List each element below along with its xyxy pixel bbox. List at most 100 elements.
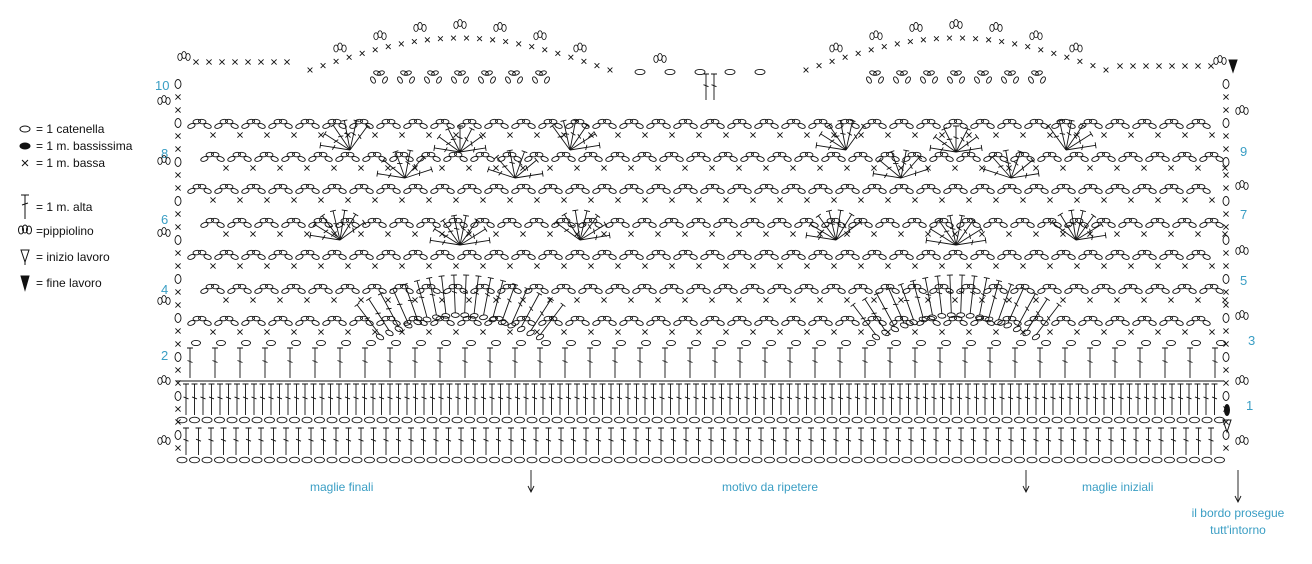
double-crochet-stitch: [319, 213, 341, 241]
picot-loop: [1221, 57, 1227, 65]
chain-stitch: [332, 118, 342, 125]
chain-stitch: [1189, 456, 1200, 464]
double-crochet-stitch: [718, 383, 725, 415]
single-crochet-stitch: [1195, 63, 1201, 69]
chain-stitch: [943, 320, 952, 326]
double-crochet-stitch: [870, 427, 877, 455]
chain-stitch: [489, 315, 499, 322]
single-crochet-stitch: [1077, 58, 1083, 65]
single-crochet-stitch: [277, 165, 283, 171]
chain-stitch: [619, 123, 628, 129]
chain-stitch: [961, 151, 971, 158]
chain-stitch: [732, 183, 742, 190]
chain-stitch: [1169, 249, 1179, 256]
chain-stitch: [1083, 249, 1093, 256]
single-crochet-stitch: [453, 263, 459, 269]
single-crochet-stitch: [844, 165, 850, 171]
chain-stitch: [273, 315, 283, 322]
double-crochet-stitch: [492, 279, 507, 318]
chain-stitch: [810, 222, 819, 228]
chain-stitch: [676, 456, 688, 464]
picot-loop: [157, 377, 163, 385]
chain-stitch: [484, 123, 493, 129]
single-crochet-stitch: [885, 197, 891, 203]
chain-stitch: [710, 183, 720, 190]
single-crochet-stitch: [1025, 43, 1031, 50]
chain-stitch: [539, 456, 550, 464]
chain-stitch: [602, 118, 612, 125]
chain-stitch: [916, 254, 925, 260]
chain-stitch: [467, 315, 477, 322]
single-crochet-stitch: [925, 297, 931, 303]
picot-stitch: [1029, 30, 1043, 41]
chain-stitch: [993, 283, 1003, 290]
double-crochet-stitch: [1183, 427, 1189, 455]
chain-stitch: [889, 123, 898, 129]
chain-stitch: [1132, 320, 1141, 326]
double-crochet-stitch: [531, 383, 538, 415]
double-crochet-stitch: [404, 383, 410, 415]
chain-stitch: [1209, 283, 1219, 290]
chain-stitch: [664, 151, 674, 158]
single-crochet-stitch: [1006, 231, 1012, 237]
chain-stitch: [1214, 456, 1225, 464]
chain-stitch: [975, 315, 985, 322]
chain-stitch: [880, 217, 890, 224]
chain-stitch: [743, 320, 752, 326]
chain-stitch: [875, 156, 884, 162]
chain-stitch: [297, 288, 306, 294]
chain-stitch: [862, 123, 871, 129]
double-crochet-stitch: [208, 383, 215, 415]
single-crochet-stitch: [979, 231, 985, 237]
chain-stitch: [1196, 183, 1206, 190]
chain-stitch: [729, 288, 738, 294]
row-number-10: 10: [155, 78, 170, 93]
picot-loop: [337, 42, 343, 51]
chain-stitch: [1029, 249, 1039, 256]
single-crochet-stitch: [601, 165, 607, 171]
chain-stitch: [473, 123, 482, 129]
picot-loop: [533, 32, 539, 41]
single-crochet-stitch: [480, 132, 486, 138]
chain-stitch: [232, 151, 242, 158]
chain-stitch: [489, 183, 499, 190]
single-crochet-stitch: [264, 263, 270, 269]
chain-stitch: [305, 183, 315, 190]
chain-stitch: [713, 222, 722, 228]
end-marker-icon: [1228, 59, 1238, 74]
chain-stitch: [878, 254, 887, 260]
chain-stitch: [1123, 217, 1133, 224]
double-crochet-stitch: [591, 383, 597, 415]
chain-stitch: [740, 288, 749, 294]
double-crochet-stitch: [733, 427, 739, 455]
chain-stitch: [941, 339, 951, 347]
single-crochet-stitch: [709, 165, 715, 171]
double-crochet-stitch: [825, 209, 837, 241]
chain-stitch: [431, 70, 439, 76]
chain-stitch: [876, 416, 888, 424]
chain-stitch: [376, 188, 385, 194]
picot-loop: [421, 24, 427, 32]
chain-stitch: [543, 315, 553, 322]
double-crochet-stitch: [845, 119, 856, 151]
chain-stitch: [689, 320, 698, 326]
chain-stitch: [1110, 183, 1120, 190]
chain-stitch: [701, 456, 713, 464]
chain-stitch: [273, 118, 283, 125]
chain-stitch: [405, 156, 414, 162]
chain-stitch: [750, 217, 760, 224]
picot-loop: [165, 377, 171, 385]
chain-stitch: [791, 339, 801, 347]
chain-stitch: [589, 416, 600, 424]
chain-stitch: [516, 315, 526, 322]
chain-stitch: [203, 123, 212, 129]
chain-stitch: [1078, 188, 1087, 194]
double-crochet-stitch: [195, 427, 202, 455]
chain-stitch: [1148, 254, 1157, 260]
chain-stitch: [1064, 222, 1073, 228]
single-crochet-stitch: [1074, 329, 1080, 335]
chain-stitch: [1105, 188, 1114, 194]
chain-stitch: [754, 320, 763, 326]
picot-loop: [917, 24, 923, 32]
chain-stitch: [1053, 288, 1062, 294]
